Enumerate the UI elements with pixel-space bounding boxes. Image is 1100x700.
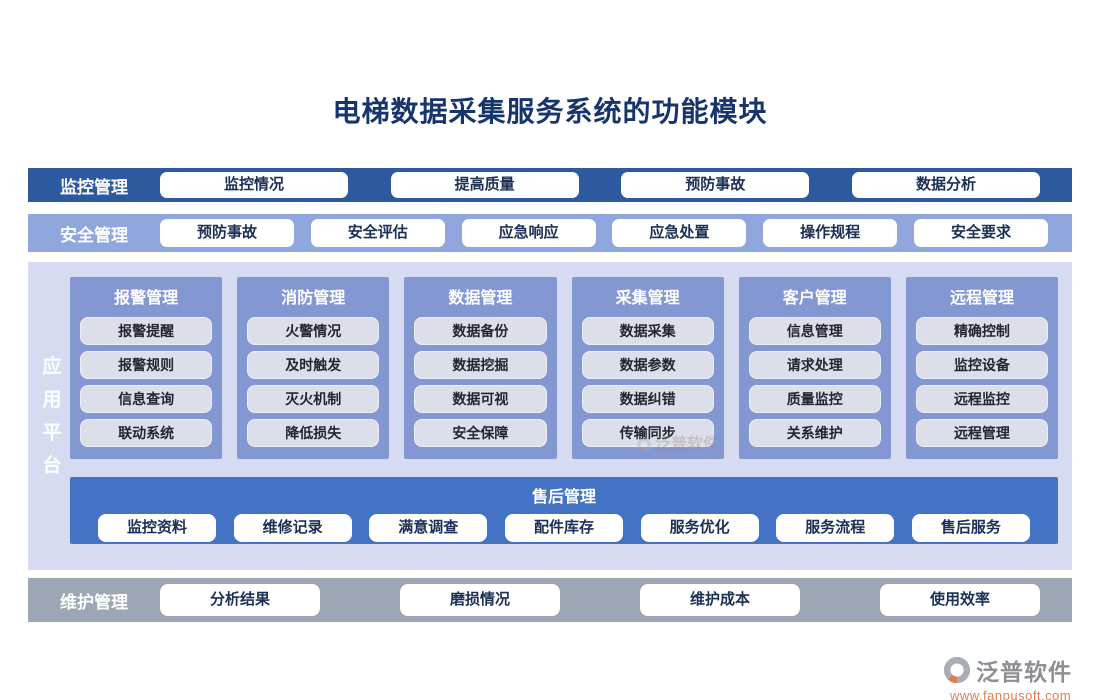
column-item: 数据纠错	[581, 385, 714, 413]
column-item: 联动系统	[80, 419, 213, 447]
module-column: 消防管理 火警情况及时触发灭火机制降低损失	[237, 277, 390, 459]
module-pill: 预防事故	[160, 219, 294, 247]
module-pill: 安全评估	[310, 219, 445, 247]
after-sales-items: 监控资料维修记录满意调查配件库存服务优化服务流程售后服务	[70, 507, 1058, 542]
module-pill: 监控资料	[98, 514, 216, 542]
band-safety-items: 预防事故安全评估应急响应应急处置操作规程安全要求	[160, 219, 1072, 247]
column-item: 数据备份	[414, 317, 547, 345]
column-item: 数据采集	[581, 317, 714, 345]
module-pill: 使用效率	[880, 584, 1040, 616]
column-item: 信息查询	[80, 385, 213, 413]
column-item: 安全保障	[414, 419, 547, 447]
column-item: 请求处理	[748, 351, 881, 379]
platform-columns: 报警管理 报警提醒报警规则信息查询联动系统 消防管理 火警情况及时触发灭火机制降…	[70, 277, 1059, 459]
column-header: 远程管理	[949, 290, 1014, 307]
column-items: 数据采集数据参数数据纠错传输同步	[572, 311, 724, 459]
column-item: 数据挖掘	[414, 351, 547, 379]
column-items: 火警情况及时触发灭火机制降低损失	[237, 311, 389, 459]
band-monitoring-items: 监控情况 提高质量 预防事故 数据分析	[160, 172, 1072, 198]
column-items: 报警提醒报警规则信息查询联动系统	[70, 311, 222, 459]
column-item: 精确控制	[915, 317, 1049, 345]
column-item: 灭火机制	[247, 385, 380, 413]
module-pill: 监控情况	[160, 172, 348, 198]
module-pill: 应急响应	[461, 219, 596, 247]
column-item: 质量监控	[748, 385, 881, 413]
column-item: 数据参数	[581, 351, 714, 379]
module-pill: 安全要求	[913, 219, 1048, 247]
module-pill: 数据分析	[851, 172, 1040, 198]
band-maintenance-label: 维护管理	[60, 592, 128, 612]
column-item: 信息管理	[748, 317, 881, 345]
module-column: 远程管理 精确控制监控设备远程监控远程管理	[905, 277, 1059, 459]
module-pill: 操作规程	[763, 219, 898, 247]
module-column: 报警管理 报警提醒报警规则信息查询联动系统	[70, 277, 223, 459]
module-pill: 维护成本	[640, 584, 800, 616]
column-header: 客户管理	[782, 290, 847, 307]
column-items: 数据备份数据挖掘数据可视安全保障	[404, 311, 556, 459]
band-safety: 安全管理 预防事故安全评估应急响应应急处置操作规程安全要求	[28, 214, 1072, 252]
column-item: 远程监控	[915, 385, 1049, 413]
after-sales-header: 售后管理	[531, 489, 596, 506]
after-sales-section: 售后管理 监控资料维修记录满意调查配件库存服务优化服务流程售后服务	[70, 477, 1058, 544]
column-items: 信息管理请求处理质量监控关系维护	[739, 311, 891, 459]
page-title: 电梯数据采集服务系统的功能模块	[332, 96, 768, 127]
band-maintenance-items: 分析结果 磨损情况 维护成本 使用效率	[160, 584, 1072, 616]
module-pill: 分析结果	[160, 584, 320, 616]
logo-name: 泛普软件	[976, 659, 1072, 685]
band-monitoring: 监控管理 监控情况 提高质量 预防事故 数据分析	[28, 168, 1072, 202]
column-item: 报警规则	[80, 351, 213, 379]
column-item: 关系维护	[748, 419, 881, 447]
module-pill: 提高质量	[390, 172, 579, 198]
module-pill: 售后服务	[911, 514, 1030, 542]
logo-url: www.fanpusoft.com	[950, 688, 1072, 700]
column-items: 精确控制监控设备远程监控远程管理	[906, 311, 1058, 459]
module-pill: 应急处置	[612, 219, 747, 247]
column-header: 消防管理	[281, 290, 346, 307]
module-column: 数据管理 数据备份数据挖掘数据可视安全保障	[404, 277, 557, 459]
band-maintenance: 维护管理 分析结果 磨损情况 维护成本 使用效率	[28, 578, 1072, 622]
column-item: 传输同步	[581, 419, 714, 447]
module-pill: 服务流程	[776, 514, 895, 542]
module-column: 采集管理 数据采集数据参数数据纠错传输同步	[571, 277, 724, 459]
column-item: 监控设备	[915, 351, 1049, 379]
fanpu-logo: 泛普软件 www.fanpusoft.com	[942, 653, 1092, 700]
module-pill: 配件库存	[504, 514, 623, 542]
platform-label: 应用平台	[39, 356, 61, 488]
module-pill: 预防事故	[621, 172, 810, 198]
application-platform: 应用平台 报警管理 报警提醒报警规则信息查询联动系统 消防管理 火警情况及时触发…	[28, 262, 1072, 570]
module-pill: 磨损情况	[400, 584, 560, 616]
band-safety-label: 安全管理	[60, 225, 128, 245]
column-header: 数据管理	[448, 290, 513, 307]
module-column: 客户管理 信息管理请求处理质量监控关系维护	[738, 277, 891, 459]
column-header: 采集管理	[615, 290, 680, 307]
module-pill: 满意调查	[369, 514, 488, 542]
fanpu-logo-icon	[942, 655, 972, 685]
module-pill: 维修记录	[233, 514, 352, 542]
column-item: 远程管理	[915, 419, 1049, 447]
column-item: 及时触发	[247, 351, 380, 379]
column-header: 报警管理	[114, 290, 179, 307]
module-pill: 服务优化	[640, 514, 759, 542]
column-item: 报警提醒	[80, 317, 213, 345]
column-item: 降低损失	[247, 419, 380, 447]
band-monitoring-label: 监控管理	[60, 177, 128, 197]
column-item: 火警情况	[247, 317, 380, 345]
column-item: 数据可视	[414, 385, 547, 413]
